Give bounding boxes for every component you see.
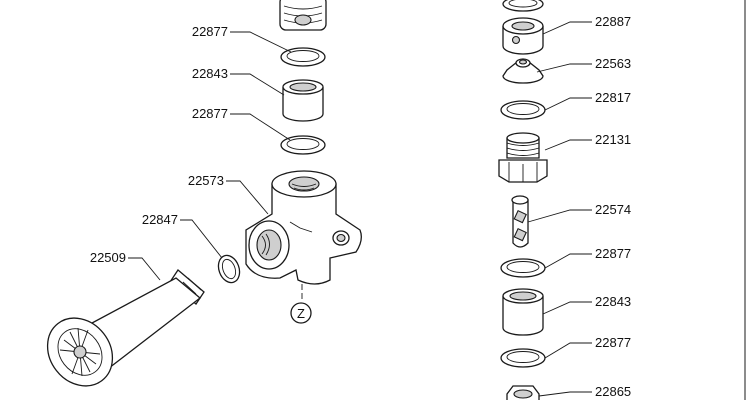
leader-22843-left <box>230 73 285 96</box>
part-labels-right: 22887 22563 22817 22131 22574 22877 2284… <box>595 14 631 399</box>
label-22131: 22131 <box>595 132 631 147</box>
leader-lines <box>128 21 592 397</box>
valve-body-22573 <box>245 170 362 285</box>
leader-22563 <box>536 63 592 73</box>
o-ring-22877-upper <box>280 47 326 67</box>
o-ring-22877-right-lower <box>500 348 546 368</box>
label-22887: 22887 <box>595 14 631 29</box>
valve-head-22563 <box>502 58 544 84</box>
label-22877-d: 22877 <box>595 335 631 350</box>
label-22509: 22509 <box>90 250 126 265</box>
ring-top-right <box>502 0 544 12</box>
callout-z-letter: Z <box>297 306 305 321</box>
filter-22509 <box>46 269 205 387</box>
leader-22843-right <box>542 301 592 315</box>
label-22865: 22865 <box>595 384 631 399</box>
nut-22865 <box>506 385 540 400</box>
leader-22817 <box>544 97 592 111</box>
callout-z: Z <box>290 284 312 324</box>
spring-top-left <box>279 0 327 31</box>
leader-22877-c <box>544 253 592 269</box>
label-22877-b: 22877 <box>192 106 228 121</box>
sleeve-22843-right <box>502 288 544 336</box>
o-ring-22817 <box>500 100 546 120</box>
label-22847: 22847 <box>142 212 178 227</box>
label-22573: 22573 <box>188 173 224 188</box>
part-labels-left: 22877 22843 22877 22573 22847 22509 <box>90 24 228 265</box>
label-22817: 22817 <box>595 90 631 105</box>
leader-22877-a <box>230 31 292 53</box>
label-22843-left: 22843 <box>192 66 228 81</box>
sleeve-22843-left <box>282 79 324 122</box>
o-ring-22847 <box>217 254 241 284</box>
leader-22574 <box>527 209 592 223</box>
o-ring-22877-lower <box>280 135 326 155</box>
label-22877-c: 22877 <box>595 246 631 261</box>
leader-22865 <box>538 391 592 397</box>
pin-22574 <box>511 195 529 248</box>
label-22877-a: 22877 <box>192 24 228 39</box>
label-22563: 22563 <box>595 56 631 71</box>
leader-22877-d <box>544 342 592 359</box>
o-ring-22877-right-upper <box>500 258 546 278</box>
leader-22131 <box>544 139 592 151</box>
leader-22509 <box>128 257 161 281</box>
label-22574: 22574 <box>595 202 631 217</box>
leader-22877-b <box>230 113 291 141</box>
leader-22847 <box>180 219 223 259</box>
leader-22573 <box>226 180 269 215</box>
leader-22887 <box>542 21 592 35</box>
collar-22887 <box>502 17 544 55</box>
fitting-22131 <box>498 132 548 183</box>
label-22843-right: 22843 <box>595 294 631 309</box>
